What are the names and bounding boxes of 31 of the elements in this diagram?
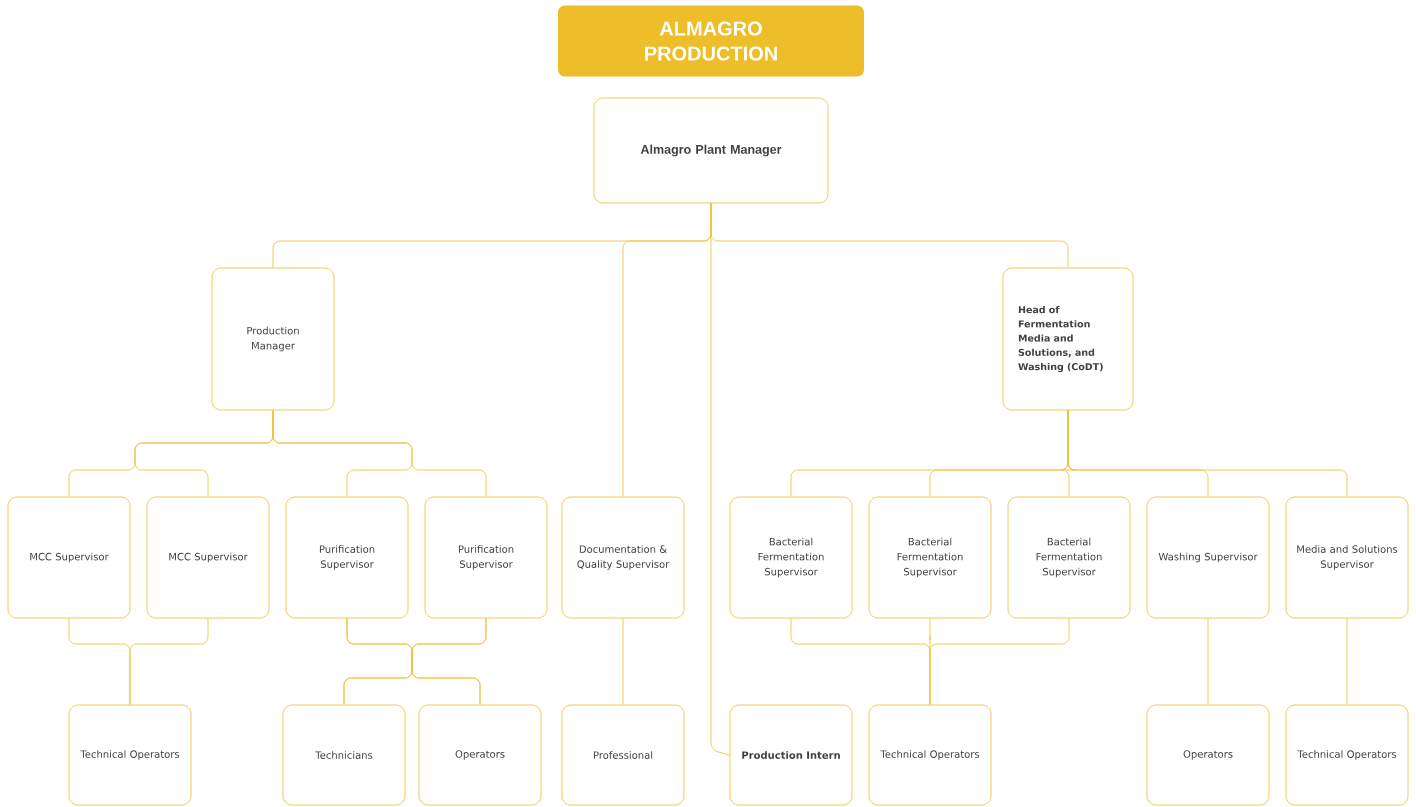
org-box: Bacterial Fermentation Supervisor [868,496,992,619]
org-box: Professional [561,704,685,806]
connector-line [710,203,1069,268]
connector-line [1346,618,1348,705]
connector-line [1207,618,1209,705]
connector-line [1067,410,1348,497]
title-banner: ALMAGRO PRODUCTION [558,5,864,77]
connector-line [129,618,209,705]
connector-line [411,618,487,705]
org-box: Media and Solutions Supervisor [1285,496,1409,619]
org-box: Technical Operators [1285,704,1409,806]
org-box: Purification Supervisor [285,496,409,619]
org-box: MCC Supervisor [7,496,131,619]
org-box: Head of Fermentation Media and Solutions, and Washing (CoDT) [1002,267,1134,411]
connector-line [929,618,1070,705]
org-box: Bacterial Fermentation Supervisor [1007,496,1131,619]
org-box: Almagro Plant Manager [593,97,829,204]
org-box: Purification Supervisor [424,496,548,619]
org-box: MCC Supervisor [146,496,270,619]
org-box: Production Manager [211,267,335,411]
org-box: Operators [418,704,542,806]
org-box: Technical Operators [868,704,992,806]
connector-line [272,410,487,497]
org-box: Documentation & Quality Supervisor [561,496,685,619]
org-box: Technicians [282,704,406,806]
org-box: Washing Supervisor [1146,496,1270,619]
org-box: Production Intern [729,704,853,806]
connector-line [622,618,624,705]
org-box: Technical Operators [68,704,192,806]
org-box: Operators [1146,704,1270,806]
org-box: Bacterial Fermentation Supervisor [729,496,853,619]
